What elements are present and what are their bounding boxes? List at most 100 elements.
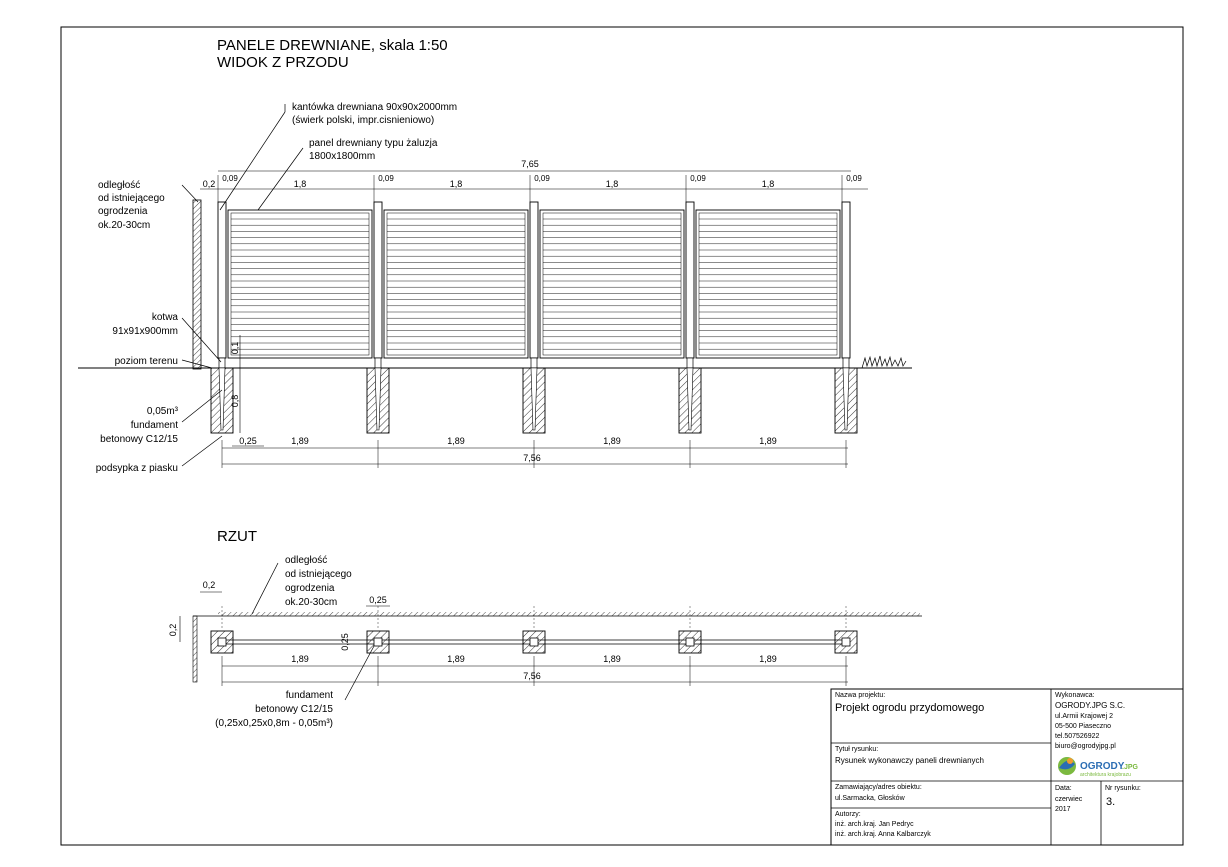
footing-anchor-3 [530, 367, 538, 431]
panel-frame-2 [386, 212, 526, 356]
dim-vertical-small: 0,1 [230, 342, 240, 355]
plan-leader-footing [344, 645, 375, 701]
leader-distance [181, 184, 199, 203]
plan-dim-total: 7,56 [523, 671, 541, 681]
plan-note-distance-2: od istniejącego [285, 569, 352, 580]
plan-dim-spacing-1: 1,89 [291, 654, 309, 664]
note-panel-line1: panel drewniany typu żaluzja [309, 138, 438, 149]
author-2: inż. arch.kraj. Anna Kalbarczyk [835, 831, 931, 838]
plan-dim-footing-side: 0,25 [340, 633, 350, 651]
panel-4 [695, 209, 841, 359]
plan-post-3 [529, 637, 539, 647]
title-block-frame [830, 688, 1184, 846]
date-year: 2017 [1055, 806, 1071, 813]
leader-anchor [181, 317, 222, 363]
plan-dim-spacing-4: 1,89 [759, 654, 777, 664]
note-sand: podsypka z piasku [96, 463, 178, 474]
post-4 [685, 201, 695, 359]
elevation-title: PANELE DREWNIANE, skala 1:50 [217, 37, 448, 54]
dim-post-4: 0,09 [690, 174, 706, 183]
plan-post-2 [373, 637, 383, 647]
leader-sand [181, 435, 223, 467]
plan-note-distance-4: ok.20-30cm [285, 597, 337, 608]
dim-spacing-2: 1,89 [447, 436, 465, 446]
elevation-panels [227, 209, 841, 359]
project-label: Nazwa projektu: [835, 692, 885, 699]
dim-total-top: 7,65 [521, 159, 539, 169]
dim-post-2: 0,09 [378, 174, 394, 183]
grass-symbol [861, 355, 907, 369]
existing-fence [192, 199, 202, 370]
post-5 [841, 201, 851, 359]
logo-text: OGRODY [1080, 761, 1125, 772]
post-3 [529, 201, 539, 359]
note-anchor-1: kotwa [152, 312, 179, 323]
post-anchor-2 [374, 357, 382, 369]
dim-post-1: 0,09 [222, 174, 238, 183]
dim-footing-width: 0,25 [239, 436, 257, 446]
dim-panel-3: 1,8 [606, 179, 619, 189]
authors-label: Autorzy: [835, 811, 861, 818]
contractor-name: OGRODY.JPG S.C. [1055, 701, 1125, 710]
dim-spacing-3: 1,89 [603, 436, 621, 446]
dim-post-5: 0,09 [846, 174, 862, 183]
elevation-subtitle: WIDOK Z PRZODU [217, 54, 349, 71]
project-value: Projekt ogrodu przydomowego [835, 702, 984, 714]
elevation-view: PANELE DREWNIANE, skala 1:50 WIDOK Z PRZ… [78, 37, 912, 474]
contractor-email: biuro@ogrodyjpg.pl [1055, 743, 1116, 750]
plan-post-5 [841, 637, 851, 647]
contractor-label: Wykonawca: [1055, 692, 1095, 699]
post-anchor-4 [686, 357, 694, 369]
title-block: Nazwa projektu: Projekt ogrodu przydomow… [830, 688, 1184, 846]
dim-panel-1: 1,8 [294, 179, 307, 189]
contractor-city: 05-500 Piaseczno [1055, 723, 1111, 730]
dim-offset: 0,2 [203, 179, 216, 189]
drawing-value: Rysunek wykonawczy paneli drewnianych [835, 756, 984, 765]
post-anchor-5 [842, 357, 850, 369]
company-logo: OGRODY .JPG architektura krajobrazu [1058, 757, 1139, 778]
number-value: 3. [1106, 796, 1115, 808]
note-distance-4: ok.20-30cm [98, 220, 150, 231]
contractor-street: ul.Armii Krajowej 2 [1055, 713, 1113, 720]
plan-existing-fence-corner [192, 615, 198, 683]
note-footing-1: 0,05m³ [147, 406, 179, 417]
plan-post-4 [685, 637, 695, 647]
footing-anchor-1 [218, 367, 226, 431]
panel-1 [227, 209, 373, 359]
dim-spacing-4: 1,89 [759, 436, 777, 446]
dim-spacing-1: 1,89 [291, 436, 309, 446]
plan-note-footing-2: betonowy C12/15 [255, 704, 333, 715]
logo-suffix: .JPG [1122, 764, 1139, 771]
dim-panel-2: 1,8 [450, 179, 463, 189]
author-1: inż. arch.kraj. Jan Pedryc [835, 821, 914, 828]
panel-frame-4 [698, 212, 838, 356]
sheet-frame [60, 26, 1184, 846]
post-anchor-3 [530, 357, 538, 369]
plan-dim-offset-v: 0,2 [168, 624, 178, 637]
leader-panel [257, 147, 304, 211]
logo-sun-icon [1067, 758, 1073, 764]
logo-tagline: architektura krajobrazu [1080, 772, 1131, 778]
plan-post-1 [217, 637, 227, 647]
note-footing-3: betonowy C12/15 [100, 434, 178, 445]
date-month: czerwiec [1055, 796, 1083, 803]
plan-dim-offset-h: 0,2 [203, 580, 216, 590]
post-anchor-1 [218, 357, 226, 369]
footing-anchor-2 [374, 367, 382, 431]
client-label: Zamawiający/adres obiektu: [835, 784, 922, 791]
note-distance-1: odległość [98, 180, 140, 191]
dim-panel-4: 1,8 [762, 179, 775, 189]
number-label: Nr rysunku: [1105, 785, 1141, 792]
leader-ground [181, 359, 213, 369]
client-value: ul.Sarmacka, Głosków [835, 795, 906, 802]
note-distance-2: od istniejącego [98, 193, 165, 204]
plan-dim-spacing-3: 1,89 [603, 654, 621, 664]
leader-post [219, 111, 286, 211]
note-distance-3: ogrodzenia [98, 206, 148, 217]
note-post-line2: (świerk polski, impr.cisnieniowo) [292, 115, 434, 126]
plan-title: RZUT [217, 528, 257, 545]
panel-frame-3 [542, 212, 682, 356]
